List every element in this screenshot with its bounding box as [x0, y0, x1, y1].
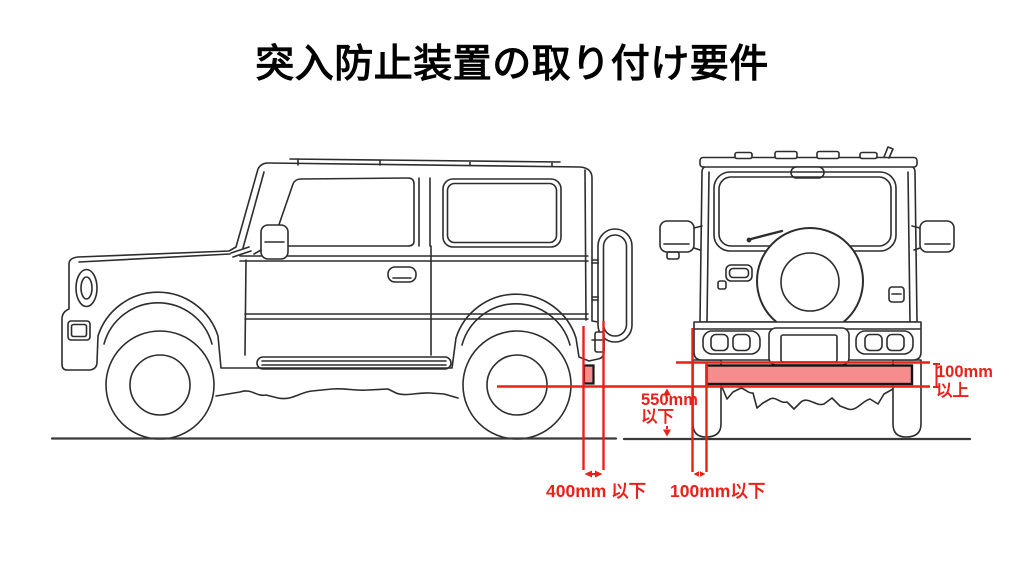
rear-underbody-line: [721, 386, 894, 411]
tailgate-lock: [717, 280, 727, 290]
rear-fog-lamp: [888, 286, 905, 303]
roof-rail-mount: [734, 151, 753, 160]
right-tail-light: [855, 330, 914, 355]
side-step: [256, 356, 452, 370]
side-hood-line: [78, 253, 231, 263]
side-belt-line: [239, 255, 589, 262]
side-rear-wheel-hub: [486, 354, 548, 416]
left-tail-light-lens: [732, 333, 751, 352]
label-lateral-edge: 100mm以下: [670, 481, 766, 501]
dimension-annotations: [497, 321, 940, 478]
side-rear-window-seal: [446, 182, 558, 244]
right-tail-light-lens: [886, 333, 905, 352]
left-tail-light-lens: [710, 333, 729, 352]
left-tail-light: [702, 330, 761, 355]
side-step-lines: [261, 360, 447, 366]
side-rear-pillar-line: [584, 169, 587, 321]
front-fog-lamp-inner: [70, 323, 88, 338]
side-door-handle: [387, 266, 417, 283]
rear-view-drawing: [659, 146, 955, 438]
tailgate-handle-inner: [728, 267, 750, 279]
headlight-inner: [80, 276, 93, 300]
label-rear-overhang: 400mm 以下: [546, 481, 647, 501]
rear-pillar-lines: [706, 171, 911, 323]
side-spare-tire-inner: [602, 234, 628, 337]
page-title: 突入防止装置の取り付け要件: [255, 43, 769, 86]
right-tail-light-lens: [864, 333, 883, 352]
left-mirror: [659, 220, 695, 253]
roof-rail-mount: [859, 151, 878, 160]
side-body-outline: [61, 162, 605, 371]
label-ground-clearance: 550mm 以下: [641, 392, 698, 425]
front-fog-lamp: [67, 320, 91, 341]
arrowhead: [584, 470, 603, 478]
label-ground-clearance-suffix: 以下: [641, 407, 674, 426]
arrowhead: [693, 470, 706, 478]
label-ground-clearance-value: 550mm: [641, 391, 698, 409]
rear-spare-tire-hub: [780, 252, 840, 312]
side-rear-fender-flare: [461, 303, 571, 346]
side-mirror-detail: [253, 241, 285, 255]
side-underbody-line: [215, 387, 459, 400]
left-mirror-stem: [663, 225, 703, 251]
side-body-crease: [244, 313, 589, 320]
side-rear-window: [442, 178, 562, 248]
side-roof-rail: [289, 158, 561, 167]
label-device-height: 100mm 以上: [936, 363, 993, 401]
underrun-device-side-section: [582, 364, 595, 385]
side-front-fender-flare: [103, 302, 213, 345]
side-spare-mount: [591, 259, 599, 301]
label-device-height-suffix: 以上: [936, 382, 969, 400]
rear-wiper: [749, 229, 784, 241]
side-front-wheel-hub: [129, 354, 191, 416]
side-spare-tire: [597, 228, 633, 343]
side-fender-vent: [230, 246, 252, 258]
right-mirror-stem: [911, 225, 951, 251]
label-device-height-value: 100mm: [936, 363, 993, 381]
rear-roof-cap: [699, 156, 918, 168]
left-mirror-signal: [666, 251, 680, 260]
side-front-wheel: [105, 330, 215, 440]
right-mirror: [919, 220, 955, 253]
side-b-pillar: [418, 177, 431, 247]
headlight: [75, 268, 98, 308]
bracket-100mm-height: [933, 363, 940, 388]
side-view-drawing: [61, 158, 633, 440]
side-a-pillar: [242, 171, 265, 249]
rear-wiper-base: [746, 237, 752, 243]
license-plate: [780, 334, 838, 363]
rear-spare-tire: [756, 227, 864, 335]
side-rear-wheel: [462, 330, 572, 440]
antenna: [883, 146, 894, 159]
roof-rail-mount: [816, 150, 840, 160]
side-door-seams: [244, 245, 432, 356]
roof-rail-mount: [774, 150, 798, 160]
underrun-device-bar: [705, 364, 914, 386]
